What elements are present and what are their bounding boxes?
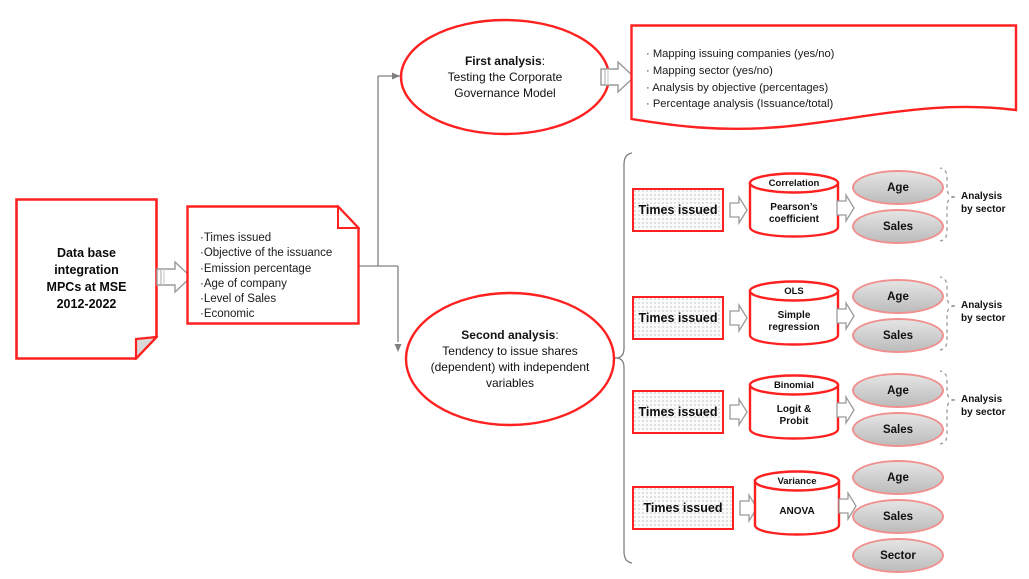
row-1-arrow-method-to-outputs	[833, 298, 857, 334]
row-3-arrow-input-to-method	[736, 490, 760, 526]
first-analysis-outputs-box: · Mapping issuing companies (yes/no) · M…	[630, 24, 1018, 134]
row-2-arrow-input-to-method	[726, 394, 750, 430]
row-0-method-top-label: Correlation	[768, 178, 820, 189]
first-analysis-title-suffix: :	[541, 53, 546, 68]
first-analysis-line-3: Governance Model	[454, 86, 556, 101]
second-analysis-line-2: Tendency to issue shares	[442, 343, 578, 358]
row-2-input-label: Times issued	[638, 405, 718, 419]
row-0-sector-label-line-2: by sector	[961, 204, 1006, 215]
row-3-output-0-label: Age	[887, 471, 909, 484]
arrow-document-to-variables	[150, 253, 198, 301]
row-1-method-body-line-2: regression	[768, 322, 820, 333]
row-3-method-top-label: Variance	[777, 476, 817, 487]
row-1-method-top-label: OLS	[784, 286, 804, 297]
row-2-method-cylinder: Binomial Logit & Probit	[748, 374, 840, 440]
source-doc-line-2: integration	[54, 263, 119, 278]
variable-item-5: ·Economic	[200, 308, 255, 321]
row-1-sector-label-line-1: Analysis	[961, 300, 1003, 311]
row-1-output-1-label: Sales	[882, 329, 914, 342]
row-2-sector-label-line-2: by sector	[961, 407, 1006, 418]
row-1-output-0-label: Age	[887, 290, 909, 303]
row-0-input-label: Times issued	[638, 203, 718, 217]
source-doc-line-3: MPCs at MSE	[46, 280, 127, 294]
first-analysis-output-list: · Mapping issuing companies (yes/no) · M…	[646, 46, 834, 113]
row-1-input-label: Times issued	[638, 311, 718, 325]
row-1-method-body-label: Simple regression	[748, 310, 840, 334]
row-2-arrow-method-to-outputs	[833, 392, 857, 428]
first-analysis-title: First analysis	[464, 53, 542, 68]
row-1-method-body-line-1: Simple	[777, 310, 811, 321]
first-analysis-title-row: First analysis:	[465, 53, 545, 69]
row-0-input-box: Times issued	[632, 188, 724, 232]
row-2-sector-label-line-1: Analysis	[961, 394, 1003, 405]
variable-item-3: ·Age of company	[200, 277, 287, 290]
first-analysis-line-2: Testing the Corporate	[447, 69, 563, 84]
source-document-label: Data base integration MPCs at MSE 2012-2…	[15, 198, 158, 360]
row-0-output-1: Sales	[852, 209, 944, 244]
row-0-method-cylinder: Correlation Pearson’s coefficient	[748, 172, 840, 238]
first-analysis-output-3: · Percentage analysis (Issuance/total)	[646, 98, 834, 111]
row-0-output-0-label: Age	[887, 181, 909, 194]
second-analysis-ellipse: Second analysis: Tendency to issue share…	[404, 291, 616, 427]
source-document-shape: Data base integration MPCs at MSE 2012-2…	[15, 198, 158, 360]
row-1-output-0: Age	[852, 279, 944, 314]
row-3-method-body-label: ANOVA	[753, 506, 841, 518]
row-0-method-body-line-2: coefficient	[768, 214, 819, 225]
row-1-arrow-input-to-method	[726, 300, 750, 336]
row-2-output-1: Sales	[852, 412, 944, 447]
row-0-arrow-method-to-outputs	[833, 190, 857, 226]
row-0-method-body-line-1: Pearson’s	[770, 202, 818, 213]
row-2-input-box: Times issued	[632, 390, 724, 434]
row-3-output-2: Sector	[852, 538, 944, 573]
variable-item-2: ·Emission percentage	[200, 262, 312, 275]
row-1-sector-bracket-label: Analysis by sector	[961, 299, 1005, 325]
first-analysis-label: First analysis: Testing the Corporate Go…	[399, 18, 611, 136]
row-1-method-cylinder: OLS Simple regression	[748, 280, 840, 346]
row-2-method-body-line-2: Probit	[779, 416, 809, 427]
row-3-output-2-label: Sector	[880, 549, 916, 562]
source-doc-line-1: Data base	[56, 246, 117, 261]
second-analysis-line-4: variables	[485, 376, 535, 391]
second-analysis-label: Second analysis: Tendency to issue share…	[404, 291, 616, 427]
row-3-method-cylinder: Variance ANOVA	[753, 470, 841, 536]
row-3-method-body-line-1: ANOVA	[779, 506, 815, 517]
row-3-input-box: Times issued	[632, 486, 734, 530]
arrow-first-analysis-to-outputs	[596, 53, 640, 101]
row-2-sector-bracket-label: Analysis by sector	[961, 393, 1005, 419]
source-doc-line-4: 2012-2022	[56, 296, 117, 311]
second-analysis-title-row: Second analysis:	[461, 327, 558, 343]
row-1-output-1: Sales	[852, 318, 944, 353]
row-1-input-box: Times issued	[632, 296, 724, 340]
row-2-output-1-label: Sales	[882, 423, 914, 436]
row-3-output-0: Age	[852, 460, 944, 495]
row-0-sector-bracket-label: Analysis by sector	[961, 190, 1005, 216]
row-0-output-1-label: Sales	[882, 220, 914, 233]
row-3-output-1: Sales	[852, 499, 944, 534]
row-2-method-body-label: Logit & Probit	[748, 404, 840, 428]
first-analysis-output-0: · Mapping issuing companies (yes/no)	[646, 48, 835, 60]
row-0-sector-label-line-1: Analysis	[961, 191, 1003, 202]
row-3-input-label: Times issued	[643, 501, 723, 515]
second-analysis-title: Second analysis	[461, 327, 556, 342]
row-2-method-top-label: Binomial	[773, 380, 815, 391]
first-analysis-output-2: · Analysis by objective (percentages)	[646, 81, 829, 94]
second-analysis-line-3: (dependent) with independent	[430, 360, 590, 374]
variable-item-0: ·Times issued	[200, 232, 272, 244]
variables-box: ·Times issued ·Objective of the issuance…	[186, 204, 361, 325]
row-2-output-0-label: Age	[887, 384, 909, 397]
row-1-sector-label-line-2: by sector	[961, 313, 1006, 324]
variable-item-4: ·Level of Sales	[200, 293, 277, 306]
row-2-method-body-line-1: Logit &	[776, 404, 812, 415]
row-2-output-0: Age	[852, 373, 944, 408]
variables-list: ·Times issued ·Objective of the issuance…	[200, 231, 332, 323]
row-0-output-0: Age	[852, 170, 944, 205]
variable-item-1: ·Objective of the issuance	[200, 247, 333, 260]
first-analysis-ellipse: First analysis: Testing the Corporate Go…	[399, 18, 611, 136]
row-0-method-body-label: Pearson’s coefficient	[748, 202, 840, 226]
row-3-output-1-label: Sales	[882, 510, 914, 523]
row-0-arrow-input-to-method	[726, 192, 750, 228]
second-analysis-title-suffix: :	[555, 327, 559, 342]
first-analysis-output-1: · Mapping sector (yes/no)	[646, 64, 773, 77]
